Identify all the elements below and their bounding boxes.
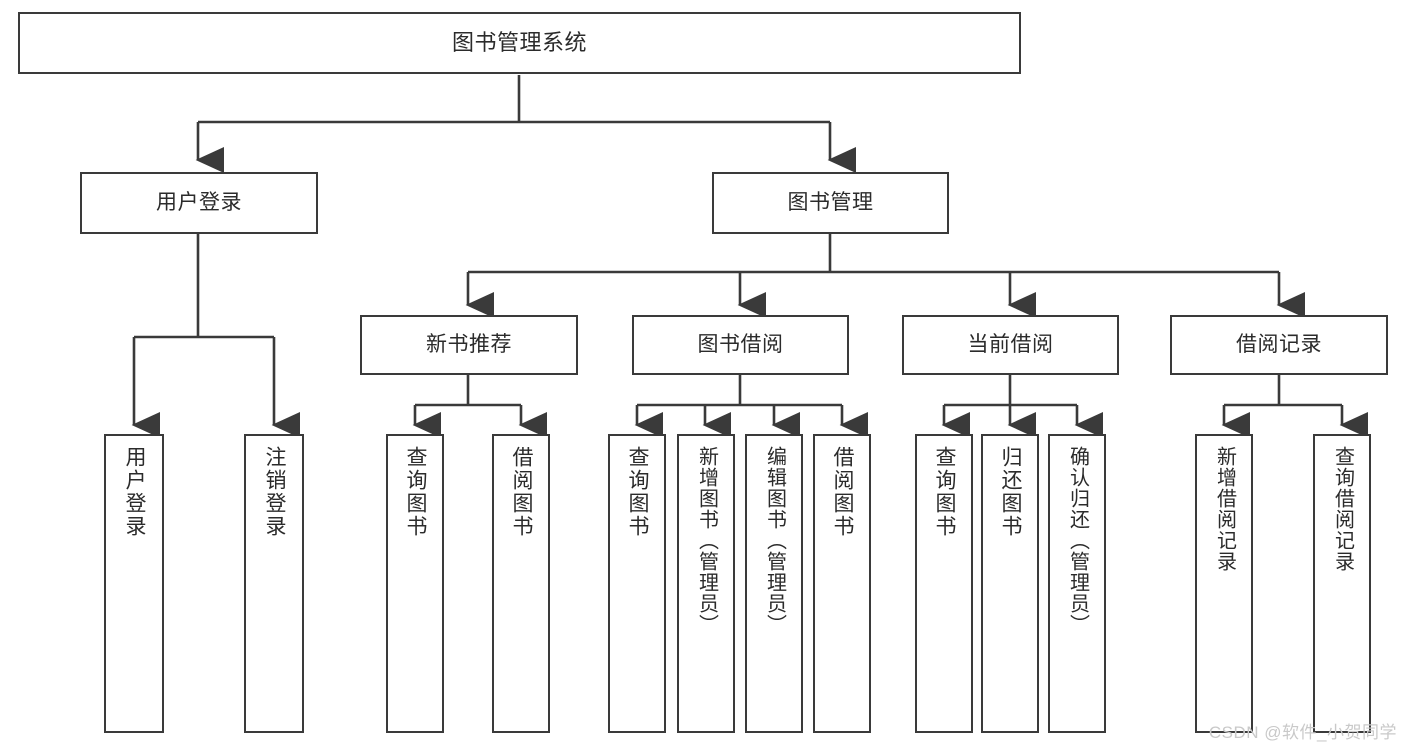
- node-label: 当前借阅: [967, 332, 1054, 356]
- node-book-manage[interactable]: 图书管理: [712, 172, 949, 234]
- node-label: 借阅图书: [831, 446, 855, 538]
- watermark-text: CSDN @软件_小贺同学: [1208, 723, 1397, 742]
- node-label: 新书推荐: [426, 332, 512, 356]
- leaf-edit-book-admin[interactable]: 编辑图书（管理员）: [745, 434, 803, 733]
- node-current-borrow[interactable]: 当前借阅: [902, 315, 1119, 375]
- node-new-book-recommend[interactable]: 新书推荐: [360, 315, 578, 375]
- leaf-add-book-admin[interactable]: 新增图书（管理员）: [677, 434, 735, 733]
- leaf-return-book[interactable]: 归还图书: [981, 434, 1039, 733]
- node-label: 确认归还（管理员）: [1066, 446, 1089, 635]
- leaf-user-login[interactable]: 用户登录: [104, 434, 164, 733]
- leaf-add-borrow-record[interactable]: 新增借阅记录: [1195, 434, 1253, 733]
- leaf-logout[interactable]: 注销登录: [244, 434, 304, 733]
- node-label: 新增借阅记录: [1213, 446, 1236, 572]
- node-label: 图书借阅: [697, 332, 784, 356]
- node-label: 注销登录: [263, 446, 287, 538]
- node-label: 图书管理系统: [451, 30, 587, 56]
- node-label: 图书管理: [787, 190, 874, 214]
- node-label: 查询图书: [626, 446, 650, 538]
- node-label: 查询图书: [404, 446, 428, 538]
- leaf-borrow-book-recommend[interactable]: 借阅图书: [492, 434, 550, 733]
- leaf-query-book-current[interactable]: 查询图书: [915, 434, 973, 733]
- node-user-login[interactable]: 用户登录: [80, 172, 318, 234]
- node-borrow-record[interactable]: 借阅记录: [1170, 315, 1388, 375]
- node-label: 借阅记录: [1236, 332, 1322, 356]
- node-label: 查询借阅记录: [1331, 446, 1354, 572]
- node-book-borrow[interactable]: 图书借阅: [632, 315, 849, 375]
- node-label: 借阅图书: [510, 446, 534, 538]
- leaf-borrow-book[interactable]: 借阅图书: [813, 434, 871, 733]
- node-label: 编辑图书（管理员）: [763, 446, 786, 635]
- node-label: 查询图书: [933, 446, 957, 538]
- node-label: 归还图书: [999, 446, 1023, 538]
- leaf-query-book-recommend[interactable]: 查询图书: [386, 434, 444, 733]
- leaf-query-borrow-record[interactable]: 查询借阅记录: [1313, 434, 1371, 733]
- node-label: 用户登录: [123, 446, 147, 538]
- node-root-system[interactable]: 图书管理系统: [18, 12, 1021, 74]
- leaf-query-book-borrow[interactable]: 查询图书: [608, 434, 666, 733]
- node-label: 新增图书（管理员）: [695, 446, 718, 635]
- node-label: 用户登录: [156, 190, 242, 214]
- leaf-confirm-return-admin[interactable]: 确认归还（管理员）: [1048, 434, 1106, 733]
